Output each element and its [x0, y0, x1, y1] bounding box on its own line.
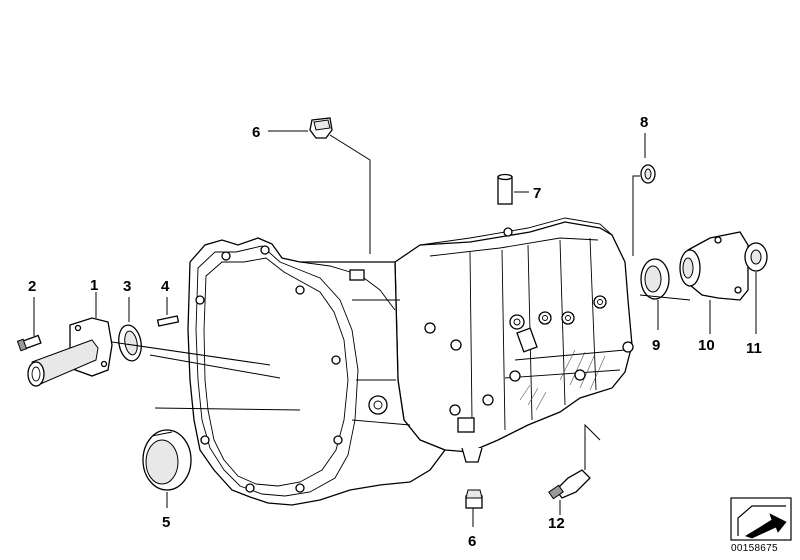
part-9-shaft-seal: [640, 258, 670, 300]
part-3-shaft-seal: [118, 324, 142, 362]
callout-6-bottom: 6: [468, 533, 476, 550]
callout-8: 8: [640, 114, 648, 131]
part-1-guide-sleeve: [27, 317, 113, 387]
callout-11: 11: [746, 340, 762, 357]
part-11-collar-nut: [744, 242, 768, 272]
callout-6-top: 6: [252, 124, 260, 141]
callout-2: 2: [28, 278, 36, 295]
part-7-dowel-sleeve: [497, 173, 513, 205]
part-12-speed-sensor: [548, 469, 591, 500]
callout-1: 1: [90, 277, 98, 294]
part-6-screw-plug-bottom: [465, 489, 483, 509]
callout-5: 5: [162, 514, 170, 531]
part-8-sealing-ring: [640, 164, 656, 184]
callout-4: 4: [161, 278, 170, 295]
callout-12: 12: [548, 515, 565, 532]
leader-lines: [33, 130, 757, 527]
part-6-screw-plug-top: [309, 117, 333, 139]
callout-9: 9: [652, 337, 660, 354]
callout-10: 10: [698, 337, 715, 354]
callout-numbers: 1 2 3 4 5 6 6 7 8 9 10 11 12: [28, 114, 762, 550]
callout-3: 3: [123, 278, 131, 295]
catalog-number: 00158675: [731, 543, 778, 554]
callout-7: 7: [533, 185, 541, 202]
part-5-cover-plug: [142, 429, 192, 491]
arrow-badge-icon: [730, 497, 792, 541]
transmission-housing: [187, 217, 634, 506]
part-4-dowel-pin: [156, 315, 180, 327]
part-10-output-flange: [679, 231, 749, 301]
part-2-screw: [16, 334, 42, 352]
